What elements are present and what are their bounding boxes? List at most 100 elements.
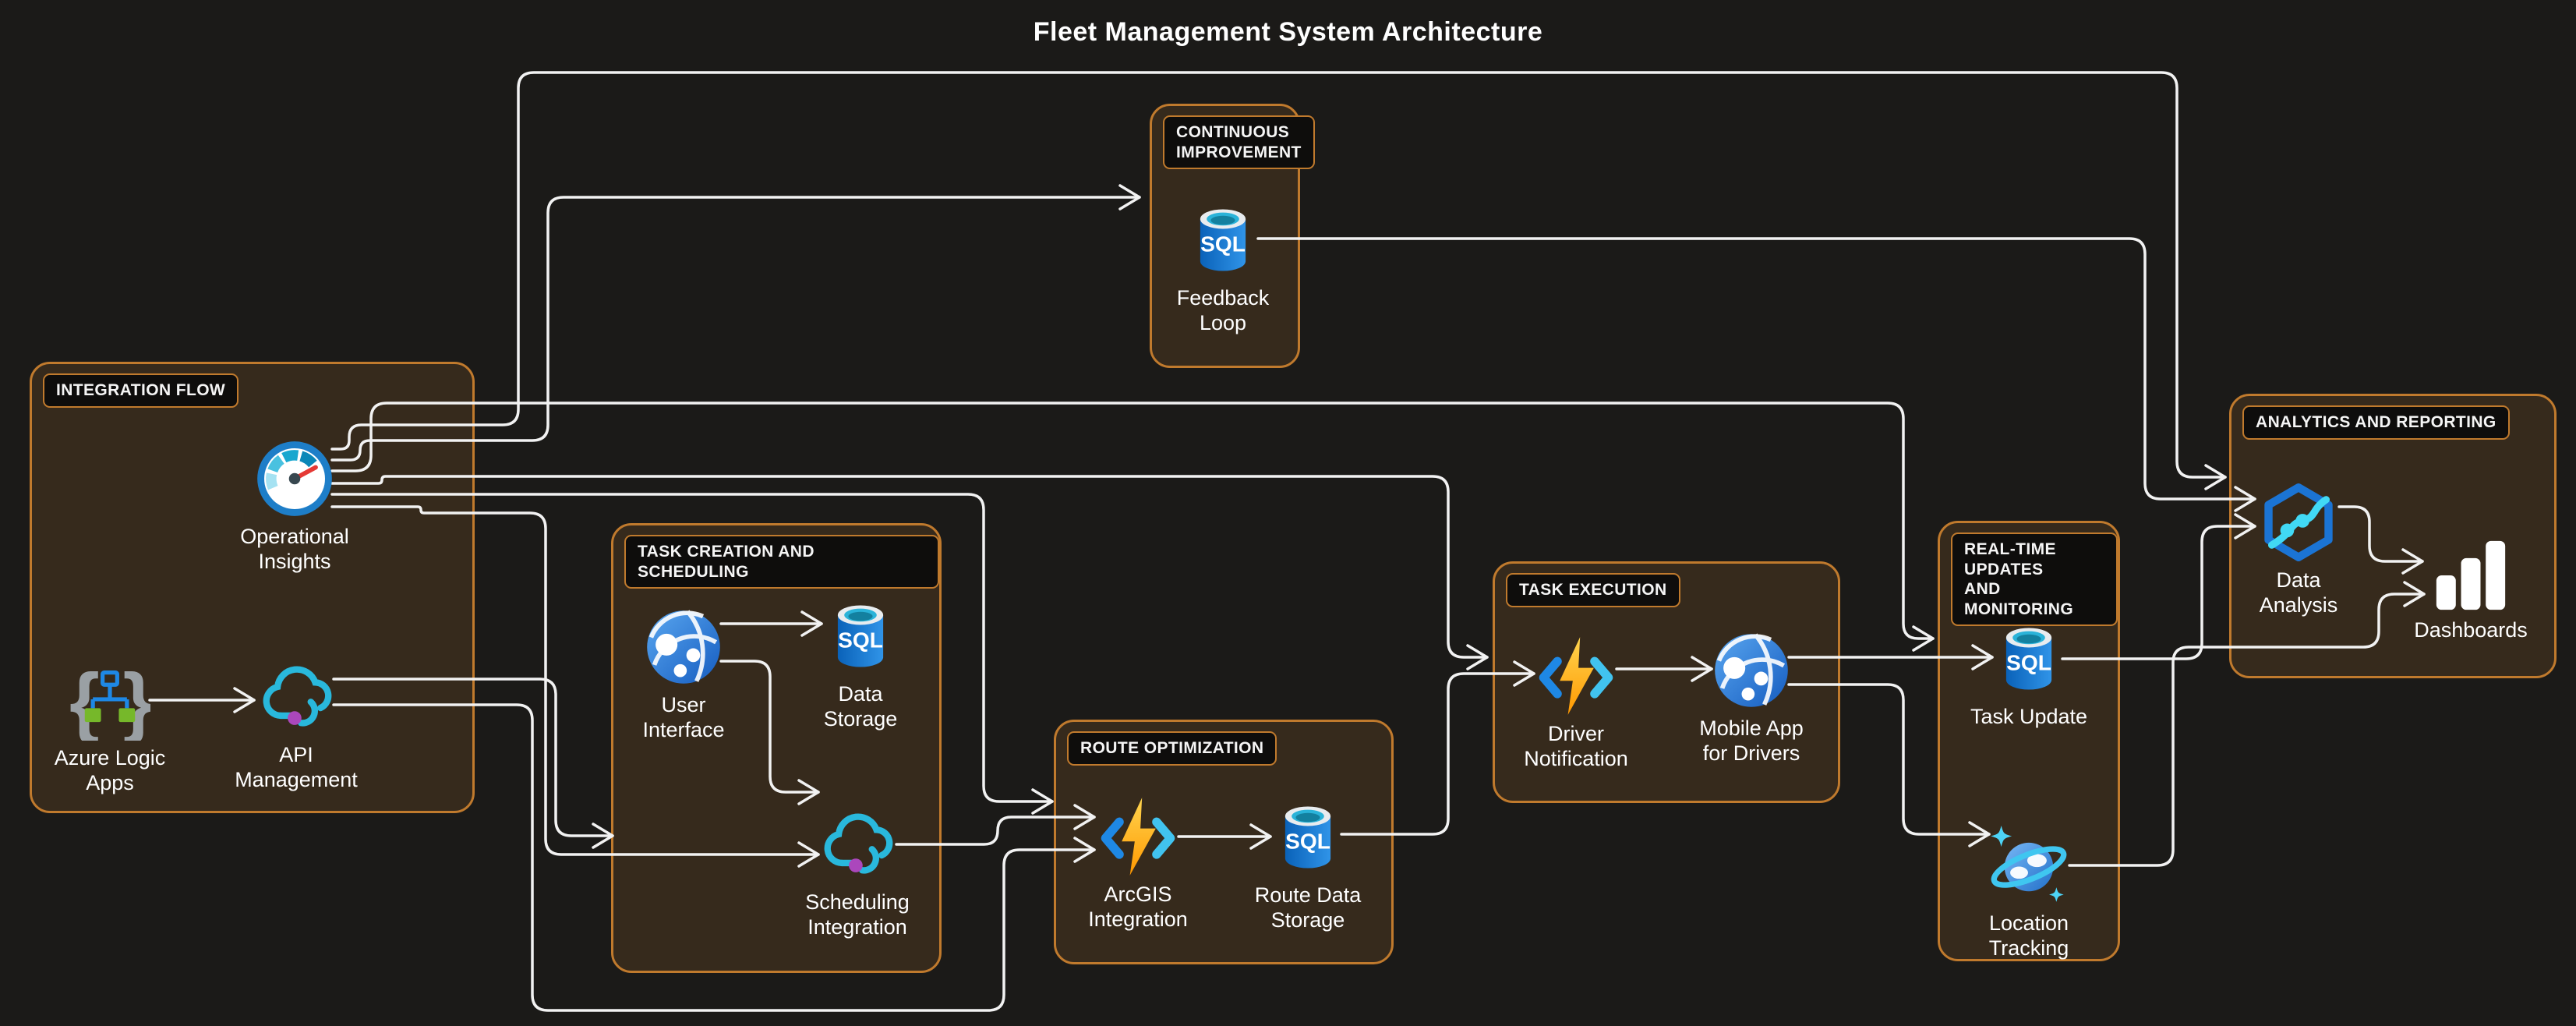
bars-icon <box>2436 540 2506 610</box>
logicapps-icon: { } <box>69 658 153 745</box>
group-label-realtime: REAL-TIME UPDATES AND MONITORING <box>1951 532 2118 627</box>
cloud-icon-wrap <box>256 656 337 741</box>
node-dataanalysis: Data Analysis <box>2224 482 2373 618</box>
node-loctrack: Location Tracking <box>1955 825 2103 961</box>
connector-mobileapp-loctrack <box>1787 683 1991 836</box>
group-label-taskcreation: TASK CREATION AND SCHEDULING <box>624 535 939 589</box>
gauge-icon-wrap <box>254 438 335 523</box>
arrowhead <box>1073 804 1096 830</box>
sql-icon: SQL <box>837 605 884 667</box>
arrowhead <box>1031 788 1054 815</box>
connector-loctrack-dashboards <box>2068 593 2426 867</box>
svg-text:SQL: SQL <box>1200 232 1246 256</box>
connector-ui-schedint <box>719 660 820 794</box>
node-label-ui: User Interface <box>642 693 725 741</box>
globe-icon-wrap <box>643 607 724 692</box>
arrowhead <box>797 841 820 868</box>
node-schedint: Scheduling Integration <box>783 804 931 940</box>
group-label-analytics: ANALYTICS AND REPORTING <box>2242 405 2510 440</box>
node-datastorage: SQL Data Storage <box>786 596 935 732</box>
node-label-drivernotif: Driver Notification <box>1524 722 1628 770</box>
bars-icon-wrap <box>2433 538 2508 617</box>
group-label-integration: INTEGRATION FLOW <box>43 373 239 408</box>
node-arcgis: ArcGIS Integration <box>1064 796 1212 932</box>
arrowhead <box>1118 184 1141 211</box>
node-label-routesql: Route Data Storage <box>1254 883 1362 932</box>
arrowhead <box>1968 821 1991 847</box>
node-mobileapp: Mobile App for Drivers <box>1677 630 1825 766</box>
arrowhead <box>1912 625 1935 652</box>
svg-text:SQL: SQL <box>838 628 883 653</box>
node-label-mobileapp: Mobile App for Drivers <box>1699 716 1804 765</box>
arrowhead <box>2234 513 2256 540</box>
functions-icon-wrap <box>1097 796 1178 881</box>
group-label-continuous: CONTINUOUS IMPROVEMENT <box>1163 115 1315 170</box>
connector-taskupdate-dataanalysis <box>2061 525 2256 660</box>
node-label-logicapps: Azure Logic Apps <box>54 746 166 794</box>
group-taskcreation: TASK CREATION AND SCHEDULING <box>611 523 942 973</box>
arrowhead <box>1073 837 1096 863</box>
connector-apim-taskcreation <box>332 678 614 837</box>
node-apim: API Management <box>222 656 370 793</box>
connector-opins-realtime <box>330 402 1935 640</box>
node-label-taskupdate: Task Update <box>1970 705 2088 728</box>
node-drivernotif: Driver Notification <box>1502 635 1650 772</box>
arrowhead <box>2401 548 2424 575</box>
sql-icon: SQL <box>1200 209 1246 271</box>
node-ui: User Interface <box>610 607 758 743</box>
node-label-apim: API Management <box>235 743 358 791</box>
arrowhead <box>797 779 820 805</box>
diagram-title: Fleet Management System Architecture <box>1033 17 1543 47</box>
arrowhead <box>592 823 614 849</box>
sql-icon-wrap: SQL <box>1988 618 2069 703</box>
synapse-icon <box>2264 483 2333 561</box>
sql-icon-wrap: SQL <box>1182 200 1263 285</box>
arrowhead <box>2403 581 2426 607</box>
node-label-schedint: Scheduling Integration <box>805 890 910 939</box>
cosmos-icon-wrap <box>1988 825 2069 910</box>
node-logicapps: { } Azure Logic Apps <box>36 658 184 796</box>
arrowhead <box>1513 660 1535 687</box>
synapse-icon-wrap <box>2258 482 2339 567</box>
node-routesql: SQL Route Data Storage <box>1234 797 1382 933</box>
functions-icon-wrap <box>1535 635 1617 720</box>
globe-icon <box>1715 633 1788 707</box>
gauge-icon <box>257 441 332 516</box>
group-label-routeopt: ROUTE OPTIMIZATION <box>1067 731 1277 766</box>
sql-icon-wrap: SQL <box>820 596 901 681</box>
arrowhead <box>1691 656 1713 682</box>
svg-text:SQL: SQL <box>1285 830 1330 854</box>
connector-dataanalysis-dashboards <box>2337 505 2424 563</box>
node-label-opins: Operational Insights <box>240 525 349 573</box>
sql-icon: SQL <box>2005 628 2052 690</box>
node-label-feedback: Feedback Loop <box>1176 286 1270 334</box>
arrowhead <box>1971 644 1994 670</box>
functions-icon <box>1539 637 1613 715</box>
group-integration: INTEGRATION FLOW <box>30 362 475 813</box>
connector-opins-routeopt <box>330 493 1054 803</box>
node-label-arcgis: ArcGIS Integration <box>1088 883 1188 931</box>
node-label-dashboards: Dashboards <box>2414 618 2528 642</box>
globe-icon <box>647 610 720 684</box>
sql-icon: SQL <box>1284 806 1331 869</box>
arrowhead <box>1466 644 1489 670</box>
node-label-loctrack: Location Tracking <box>1988 911 2069 960</box>
connector-apim-arcgis <box>332 703 1096 1012</box>
node-label-datastorage: Data Storage <box>823 682 898 731</box>
group-label-taskexec: TASK EXECUTION <box>1506 573 1680 607</box>
cloud-icon <box>263 666 332 727</box>
sql-icon-wrap: SQL <box>1267 797 1348 882</box>
connector-opins-dataanalysis <box>330 71 2227 479</box>
node-dashboards: Dashboards <box>2397 538 2545 643</box>
node-label-dataanalysis: Data Analysis <box>2259 568 2338 617</box>
arrowhead <box>1249 823 1272 850</box>
arrowhead <box>2234 486 2256 512</box>
logicapps-icon-wrap: { } <box>69 658 153 745</box>
node-feedback: SQL Feedback Loop <box>1149 200 1297 336</box>
cloud-icon-wrap <box>817 804 898 889</box>
connector-opins-taskexec <box>330 475 1489 659</box>
connector-opins-feedback <box>330 196 1141 462</box>
arrowhead <box>233 687 256 713</box>
